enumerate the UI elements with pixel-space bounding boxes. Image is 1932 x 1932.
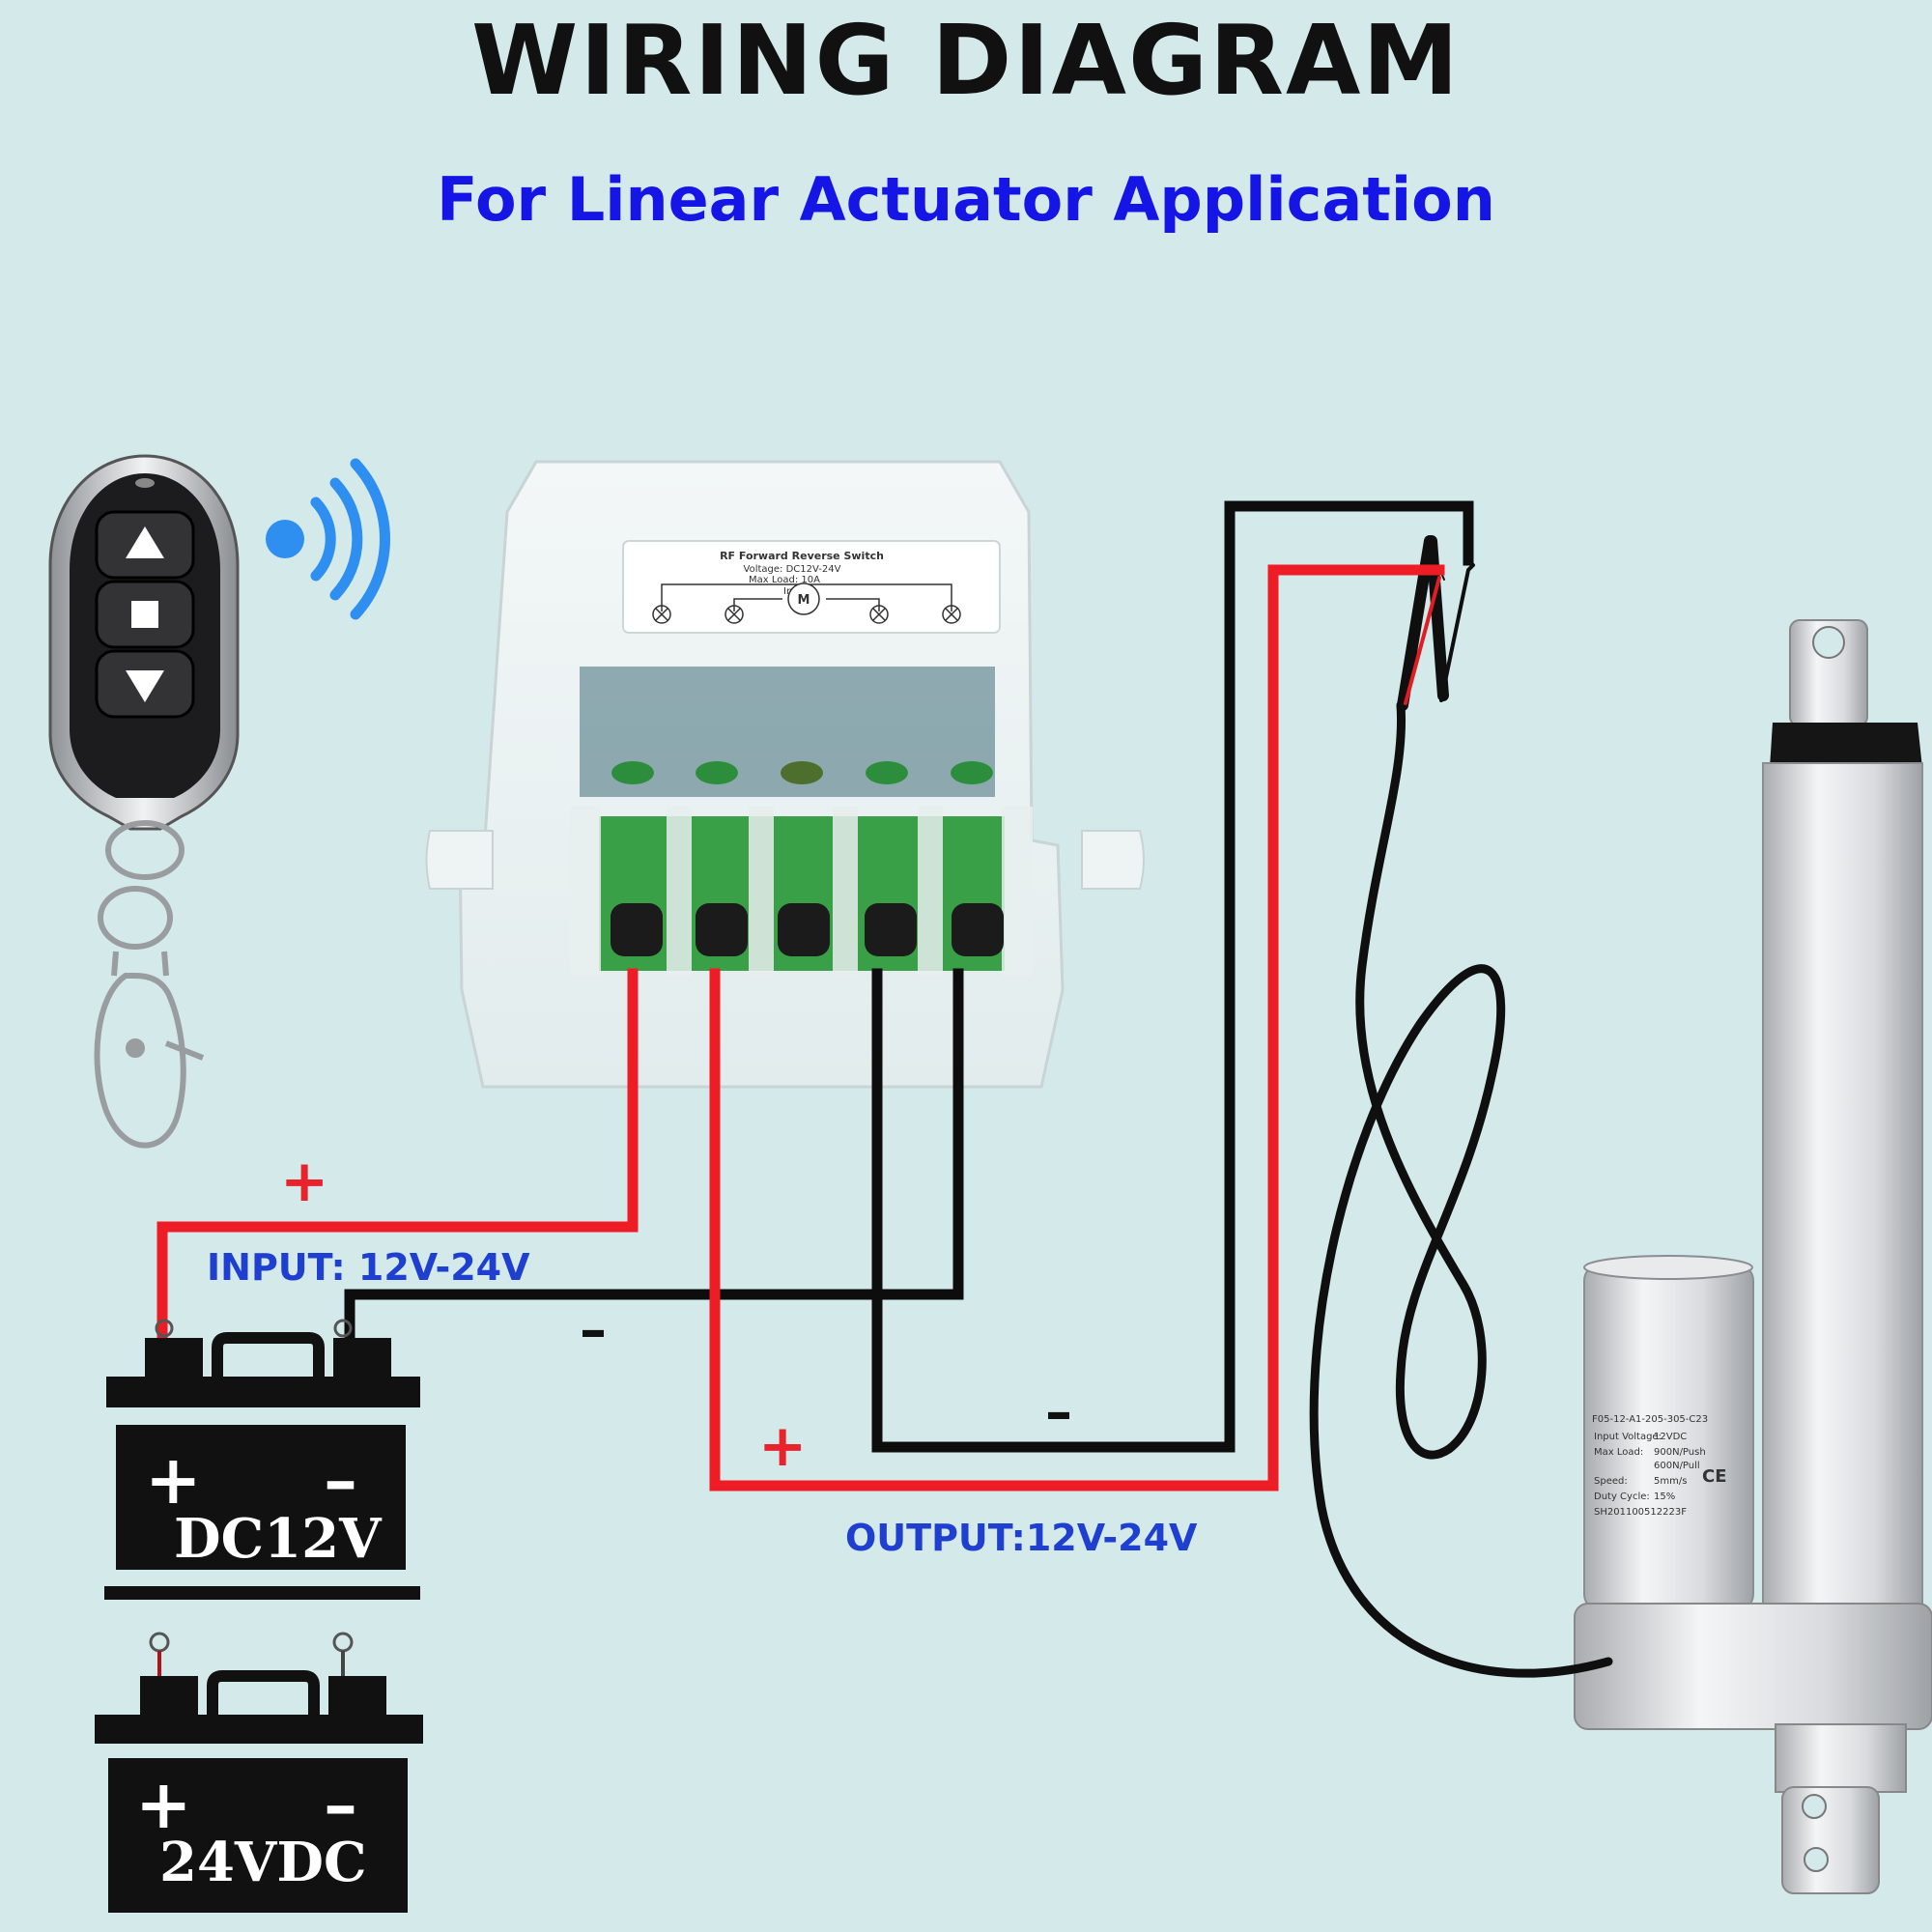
controller-max-load: Max Load: 10A [749, 575, 820, 585]
ce-mark: CE [1702, 1466, 1727, 1487]
controller-schematic [652, 582, 961, 624]
relay-module-icon: RF Forward Reverse Switch Voltage: DC12V… [425, 460, 1145, 1089]
actuator-row-0-key: Input Voltage: [1594, 1432, 1662, 1442]
battery-1-minus: – [324, 1439, 357, 1520]
actuator-row-4-key: Duty Cycle: [1594, 1492, 1650, 1502]
battery-2-plus: + [135, 1764, 192, 1844]
page-title: WIRING DIAGRAM [471, 4, 1461, 117]
actuator-cable [1309, 535, 1613, 1678]
input-minus-sign: – [580, 1299, 607, 1362]
battery-1-plus: + [145, 1439, 202, 1520]
stop-square-icon [131, 601, 158, 628]
linear-actuator-icon: F05-12-A1-205-305-C23 Input Voltage: 12V… [1574, 619, 1932, 1894]
led-indicator [135, 478, 155, 488]
actuator-row-0-val: 12VDC [1654, 1432, 1687, 1442]
keyring-icon [94, 820, 205, 1149]
controller-voltage: Voltage: DC12V-24V [744, 564, 841, 575]
motor-symbol: M [798, 593, 810, 608]
wireless-signal-icon [266, 458, 390, 620]
output-negative-wire [871, 500, 1474, 1453]
remote-control-icon [48, 454, 240, 1149]
input-plus-sign: + [280, 1148, 329, 1215]
terminal-slots [611, 903, 1004, 956]
down-arrow-icon [126, 670, 164, 702]
input-positive-wire [156, 968, 639, 1344]
actuator-row-3-key: Speed: [1594, 1476, 1628, 1487]
output-minus-sign: – [1045, 1381, 1072, 1444]
terminal-screws [611, 761, 993, 784]
actuator-row-2-val: 600N/Pull [1654, 1461, 1700, 1471]
actuator-row-4-val: 15% [1654, 1492, 1675, 1502]
up-arrow-icon [126, 526, 164, 558]
battery-2-label: 24VDC [159, 1831, 367, 1894]
actuator-model: F05-12-A1-205-305-C23 [1592, 1414, 1708, 1425]
actuator-serial: SH201100512223F [1594, 1507, 1687, 1518]
input-negative-wire [344, 968, 964, 1344]
wires [156, 500, 1474, 1492]
output-plus-sign: + [758, 1412, 808, 1480]
actuator-row-3-val: 5mm/s [1654, 1476, 1687, 1487]
input-voltage-label: INPUT: 12V-24V [207, 1246, 530, 1289]
output-positive-wire [709, 564, 1445, 1492]
battery-icon [95, 1319, 423, 1913]
output-voltage-label: OUTPUT:12V-24V [845, 1517, 1198, 1559]
battery-2-minus: – [324, 1764, 357, 1844]
controller-name: RF Forward Reverse Switch [720, 550, 884, 562]
actuator-row-1-key: Max Load: [1594, 1447, 1643, 1458]
actuator-row-1-val: 900N/Push [1654, 1447, 1706, 1458]
page-subtitle: For Linear Actuator Application [437, 164, 1495, 235]
battery-1-label: DC12V [174, 1507, 382, 1571]
